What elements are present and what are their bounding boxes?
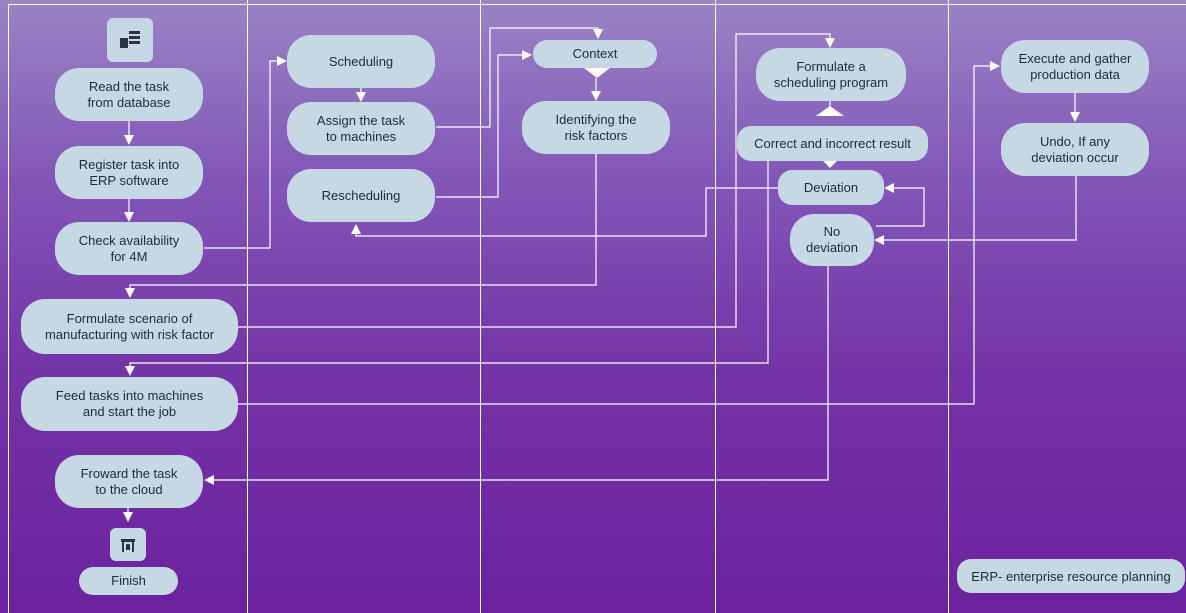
lane-divider	[480, 0, 481, 613]
finish-flag-icon	[110, 528, 146, 561]
deviation-node: Deviation	[778, 170, 884, 205]
finish-node: Finish	[79, 567, 178, 595]
rescheduling-node: Rescheduling	[287, 169, 435, 222]
diagram-frame	[8, 4, 1186, 613]
database-icon	[107, 18, 153, 62]
check-availability-node: Check availability for 4M	[55, 222, 203, 275]
read-task-node: Read the task from database	[55, 68, 203, 121]
correct-result-node: Correct and incorrect result	[737, 126, 928, 161]
lane-divider	[948, 0, 949, 613]
context-node: Context	[533, 40, 657, 68]
identifying-risk-node: Identifying the risk factors	[522, 101, 670, 154]
execute-gather-node: Execute and gather production data	[1001, 40, 1149, 93]
formulate-scenario-node: Formulate scenario of manufacturing with…	[21, 299, 238, 354]
legend-note: ERP- enterprise resource planning	[957, 559, 1185, 593]
lane-divider	[715, 0, 716, 613]
feed-tasks-node: Feed tasks into machines and start the j…	[21, 377, 238, 431]
assign-task-node: Assign the task to machines	[287, 102, 435, 155]
formulate-program-node: Formulate a scheduling program	[756, 48, 906, 101]
no-deviation-node: No deviation	[790, 214, 874, 266]
undo-node: Undo, If any deviation occur	[1001, 123, 1149, 176]
register-task-node: Register task into ERP software	[55, 146, 203, 199]
forward-task-node: Froward the task to the cloud	[55, 455, 203, 508]
scheduling-node: Scheduling	[287, 35, 435, 88]
lane-divider	[247, 0, 248, 613]
